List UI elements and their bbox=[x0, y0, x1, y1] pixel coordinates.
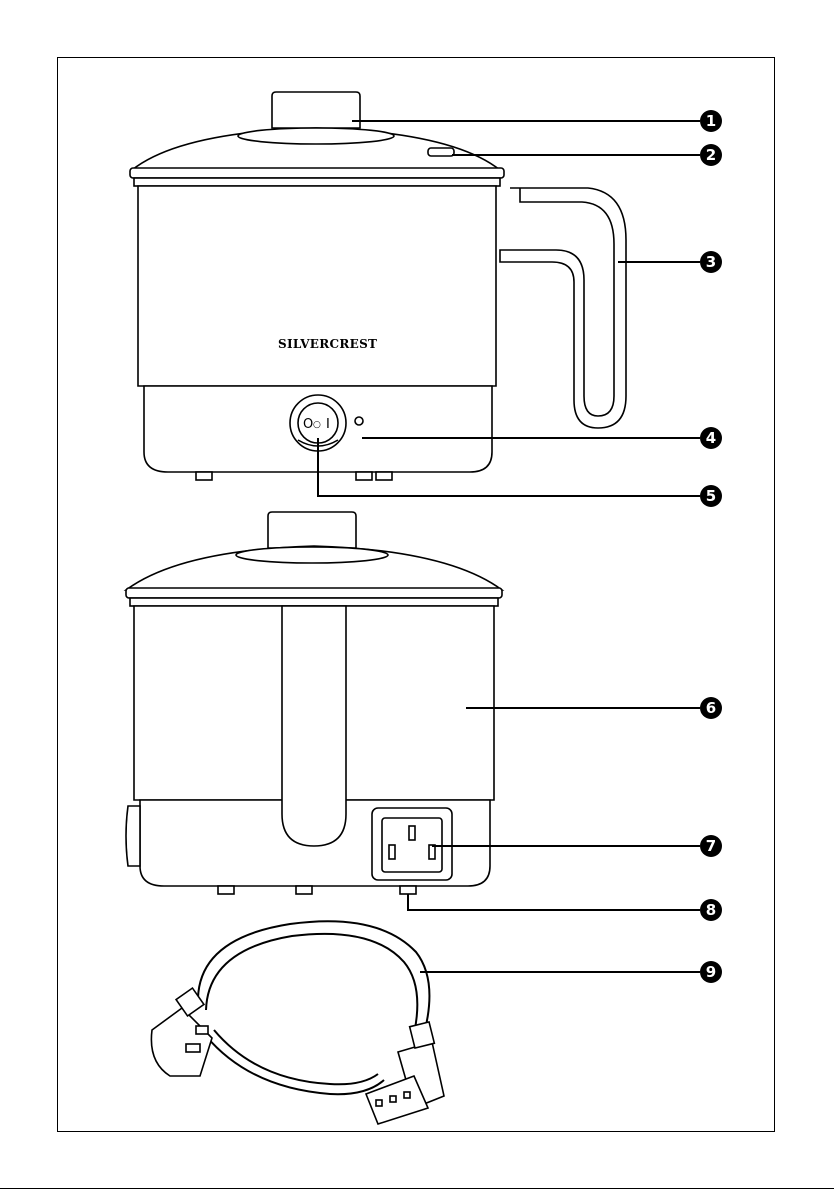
back-lid-knob bbox=[268, 512, 356, 548]
leader-8 bbox=[408, 894, 700, 910]
socket-pin-right bbox=[429, 845, 435, 859]
svg-text:8: 8 bbox=[706, 901, 716, 919]
svg-text:7: 7 bbox=[706, 837, 716, 855]
lid-knob-base bbox=[238, 128, 394, 144]
mains-plug bbox=[151, 1008, 212, 1076]
brand-logo: SILVERCREST bbox=[278, 337, 377, 351]
callout-9: 9 bbox=[700, 961, 722, 983]
front-view: SILVERCREST O ○ I bbox=[130, 92, 626, 480]
socket-pin-left bbox=[389, 845, 395, 859]
back-pot-rim bbox=[130, 598, 498, 606]
connector-strain-relief bbox=[410, 1022, 435, 1048]
plug-pin-b bbox=[196, 1026, 208, 1034]
foot-left bbox=[196, 472, 212, 480]
foot-right bbox=[376, 472, 392, 480]
svg-text:2: 2 bbox=[706, 146, 716, 164]
side-bump bbox=[126, 806, 140, 866]
indicator-light bbox=[355, 417, 363, 425]
switch-off-symbol: O bbox=[303, 417, 313, 432]
back-handle-strip bbox=[282, 606, 346, 846]
back-view bbox=[126, 512, 502, 894]
callout-5: 5 bbox=[700, 485, 722, 507]
svg-text:9: 9 bbox=[706, 963, 716, 981]
callout-2: 2 bbox=[700, 144, 722, 166]
callout-1: 1 bbox=[700, 110, 722, 132]
power-cord-lower-inner bbox=[214, 1030, 378, 1084]
svg-text:4: 4 bbox=[706, 429, 716, 447]
callout-4: 4 bbox=[700, 427, 722, 449]
back-foot-left bbox=[218, 886, 234, 894]
switch-mid-symbol: ○ bbox=[313, 420, 321, 430]
pot-rim bbox=[134, 178, 500, 186]
svg-text:5: 5 bbox=[706, 487, 716, 505]
callout-3: 3 bbox=[700, 251, 722, 273]
lid-knob bbox=[272, 92, 360, 128]
back-lid-rim bbox=[126, 588, 502, 598]
foot bbox=[400, 886, 416, 894]
power-cord-loop bbox=[198, 921, 429, 1034]
connector-hole-2 bbox=[390, 1096, 396, 1102]
callout-8: 8 bbox=[700, 899, 722, 921]
connector-hole-1 bbox=[376, 1100, 382, 1106]
power-cord bbox=[151, 921, 444, 1124]
svg-text:6: 6 bbox=[706, 699, 716, 717]
svg-text:3: 3 bbox=[706, 253, 716, 271]
power-cord-lower bbox=[206, 1036, 384, 1094]
handle bbox=[500, 188, 626, 428]
switch-on-symbol: I bbox=[326, 417, 330, 432]
socket-pin-top bbox=[409, 826, 415, 840]
callout-7: 7 bbox=[700, 835, 722, 857]
lid-rim bbox=[130, 168, 504, 178]
connector-hole-3 bbox=[404, 1092, 410, 1098]
foot-mid bbox=[356, 472, 372, 480]
callout-badges: 1 2 3 4 5 6 7 8 bbox=[700, 110, 722, 983]
pot-body bbox=[138, 186, 496, 386]
svg-text:1: 1 bbox=[706, 112, 716, 130]
back-lid-knob-base bbox=[236, 547, 388, 563]
power-cord-loop-inner bbox=[206, 934, 417, 1034]
plug-pin-a bbox=[186, 1044, 200, 1052]
page-bottom-rule bbox=[0, 1188, 834, 1189]
back-foot-mid bbox=[296, 886, 312, 894]
callout-6: 6 bbox=[700, 697, 722, 719]
lid-vent bbox=[428, 148, 454, 156]
